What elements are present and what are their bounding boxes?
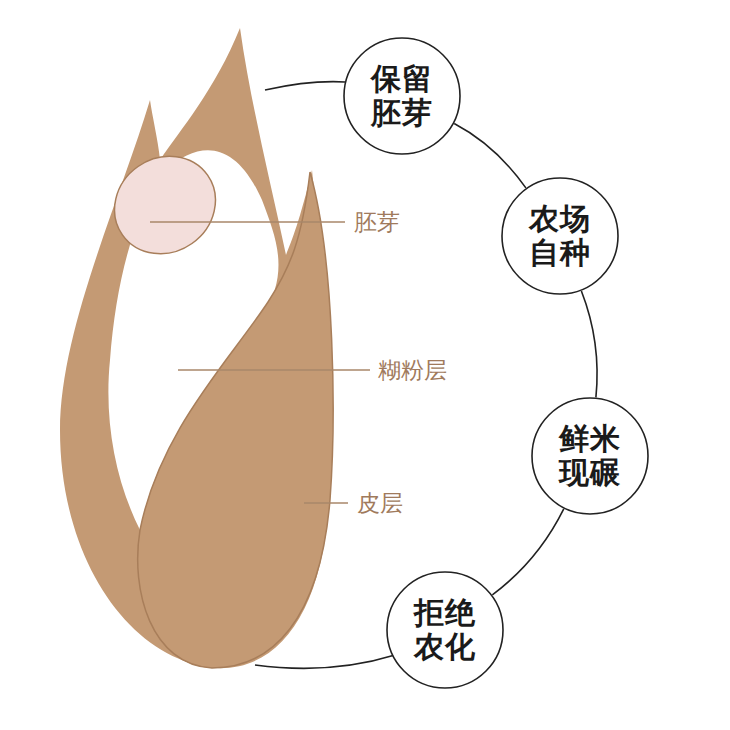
leader-line	[150, 221, 345, 223]
circle-label: 农场自种	[529, 202, 592, 269]
circle-label: 拒绝农化	[414, 596, 477, 663]
arc-end	[255, 655, 395, 668]
arc-connector	[492, 509, 563, 595]
leader-line	[304, 502, 348, 504]
part-label: 糊粉层	[376, 355, 449, 386]
part-label: 胚芽	[352, 207, 402, 238]
feature-circle: 拒绝农化	[386, 571, 504, 689]
part-label: 皮层	[355, 488, 405, 519]
circle-label: 鲜米现碾	[559, 422, 622, 489]
circle-shape	[387, 572, 503, 688]
feature-circle: 鲜米现碾	[531, 397, 649, 515]
circle-shape	[344, 38, 460, 154]
arc-start	[265, 82, 345, 90]
arc-connector	[581, 291, 597, 397]
feature-circle: 农场自种	[501, 177, 619, 295]
circle-shape	[532, 398, 648, 514]
circle-label: 保留胚芽	[371, 62, 434, 129]
arc-connector	[454, 124, 526, 188]
embryo	[95, 137, 234, 274]
feature-circle: 保留胚芽	[343, 37, 461, 155]
circle-shape	[502, 178, 618, 294]
leader-line	[178, 369, 370, 371]
